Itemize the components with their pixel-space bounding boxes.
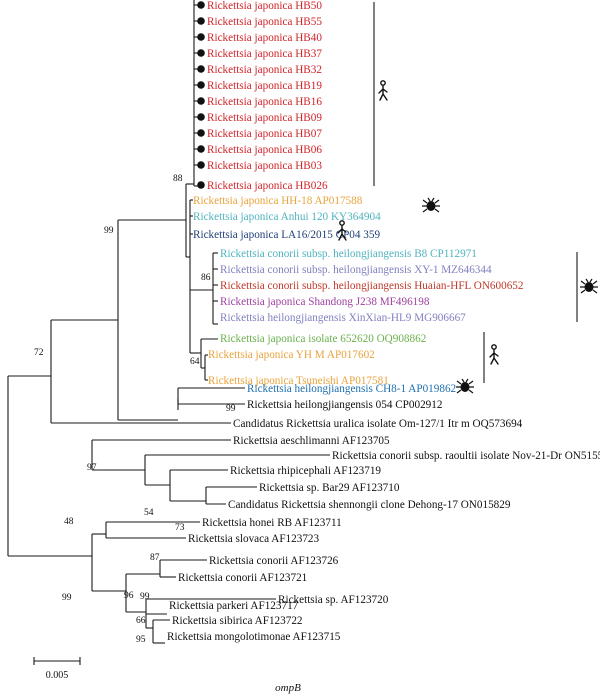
sample-marker	[197, 33, 205, 41]
tick-icon	[580, 278, 598, 294]
bootstrap-value: 66	[136, 616, 146, 626]
leaf-label: Rickettsia heilongjiangensis CH8-1 AP019…	[247, 383, 456, 395]
bootstrap-value: 99	[104, 226, 114, 236]
leaf-label: Rickettsia conorii subsp. raoultii isola…	[332, 450, 600, 462]
sample-markers	[197, 1, 205, 189]
leaf-label: Rickettsia aeschlimanni AF123705	[233, 435, 390, 447]
bootstrap-values: 88 99 86 64 72 99 97 54 73 48 99 87 96 66 95 99	[34, 174, 236, 645]
bootstrap-value: 99	[140, 592, 150, 602]
tick-icon	[422, 197, 440, 213]
leaf-label: Rickettsia japonica HB55	[207, 16, 322, 28]
leaf-label: Candidatus Rickettsia uralica isolate Om…	[233, 418, 523, 430]
bootstrap-value: 54	[144, 508, 154, 518]
bootstrap-value: 99	[226, 404, 236, 414]
sample-marker	[197, 129, 205, 137]
sample-marker	[197, 49, 205, 57]
leaf-label: Rickettsia honei RB AF123711	[202, 517, 342, 529]
leaf-label: Rickettsia sp. AF123720	[278, 594, 389, 606]
sample-marker	[197, 1, 205, 9]
scale-bar: 0.005	[33, 657, 81, 681]
bootstrap-value: 72	[34, 348, 44, 358]
leaf-label: Rickettsia japonica HB40	[207, 32, 322, 44]
leaf-label: Rickettsia japonica HB37	[207, 48, 322, 60]
leaf-label: Rickettsia mongolotimonae AF123715	[167, 631, 341, 643]
leaf-label: Rickettsia japonica Anhui 120 KY364904	[193, 211, 381, 223]
bootstrap-value: 64	[190, 357, 200, 367]
bootstrap-value: 99	[62, 593, 72, 603]
leaf-label: Rickettsia japonica LA16/2015 CP04 359	[193, 229, 380, 241]
leaf-label: Rickettsia rhipicephali AF123719	[230, 465, 381, 477]
bootstrap-value: 48	[64, 517, 74, 527]
scale-bar-label: 0.005	[46, 670, 69, 681]
leaf-label: Rickettsia japonica HB32	[207, 64, 322, 76]
person-icon	[489, 344, 499, 365]
leaf-label: Rickettsia japonica HB16	[207, 96, 322, 108]
sample-marker	[197, 161, 205, 169]
leaf-label: Rickettsia japonica HB19	[207, 80, 322, 92]
clade-bars	[373, 2, 578, 383]
leaf-label: Rickettsia conorii AF123721	[178, 572, 307, 584]
leaf-label: Rickettsia japonica YH M AP017602	[208, 349, 375, 361]
gene-label: ompB	[275, 682, 301, 694]
bootstrap-value: 88	[173, 174, 183, 184]
leaf-label: Rickettsia sibirica AF123722	[172, 615, 303, 627]
leaf-label: Rickettsia sp. Bar29 AF123710	[259, 482, 400, 494]
leaf-label: Rickettsia japonica Tsuneishi AP017581	[208, 375, 389, 387]
leaf-label: Rickettsia japonica HB09	[207, 112, 322, 124]
sample-marker	[197, 181, 205, 189]
person-icon	[337, 220, 347, 241]
sample-marker	[197, 65, 205, 73]
sample-marker	[197, 97, 205, 105]
leaf-label: Rickettsia conorii AF123726	[209, 555, 339, 567]
leaf-label: Rickettsia japonica Shandong J238 MF4961…	[220, 296, 430, 308]
bootstrap-value: 96	[124, 591, 134, 601]
person-icon	[378, 80, 388, 101]
sample-marker	[197, 145, 205, 153]
bootstrap-value: 97	[87, 463, 97, 473]
leaf-label: Rickettsia japonica isolate 652620 OQ908…	[220, 333, 426, 345]
leaf-label: Rickettsia japonica HB03	[207, 160, 322, 172]
leaf-label: Rickettsia conorii subsp. heilongjiangen…	[220, 248, 477, 260]
leaf-label: Rickettsia japonica HB026	[207, 180, 328, 192]
leaf-label: Rickettsia japonica HB50	[207, 0, 322, 12]
bootstrap-value: 73	[175, 523, 185, 533]
leaf-label: Rickettsia japonica HB07	[207, 128, 322, 140]
sample-marker	[197, 17, 205, 25]
leaf-label: Rickettsia conorii subsp. heilongjiangen…	[220, 280, 523, 292]
bootstrap-value: 87	[150, 553, 160, 563]
sample-marker	[197, 113, 205, 121]
leaf-label: Rickettsia heilongjiangensis XinXian-HL9…	[220, 312, 466, 324]
leaf-label: Rickettsia slovaca AF123723	[188, 533, 320, 545]
leaf-label: Rickettsia heilongjiangensis 054 CP00291…	[247, 399, 442, 411]
leaf-label: Rickettsia parkeri AF123717	[169, 600, 299, 612]
leaf-label: Candidatus Rickettsia shennongii clone D…	[228, 499, 511, 511]
leaf-label: Rickettsia conorii subsp. heilongjiangen…	[220, 264, 492, 276]
tick-icon	[456, 378, 474, 394]
sample-marker	[197, 81, 205, 89]
leaf-label: Rickettsia japonica HH-18 AP017588	[193, 195, 363, 207]
bootstrap-value: 86	[201, 273, 211, 283]
leaf-label: Rickettsia japonica HB06	[207, 144, 322, 156]
bootstrap-value: 95	[136, 635, 146, 645]
